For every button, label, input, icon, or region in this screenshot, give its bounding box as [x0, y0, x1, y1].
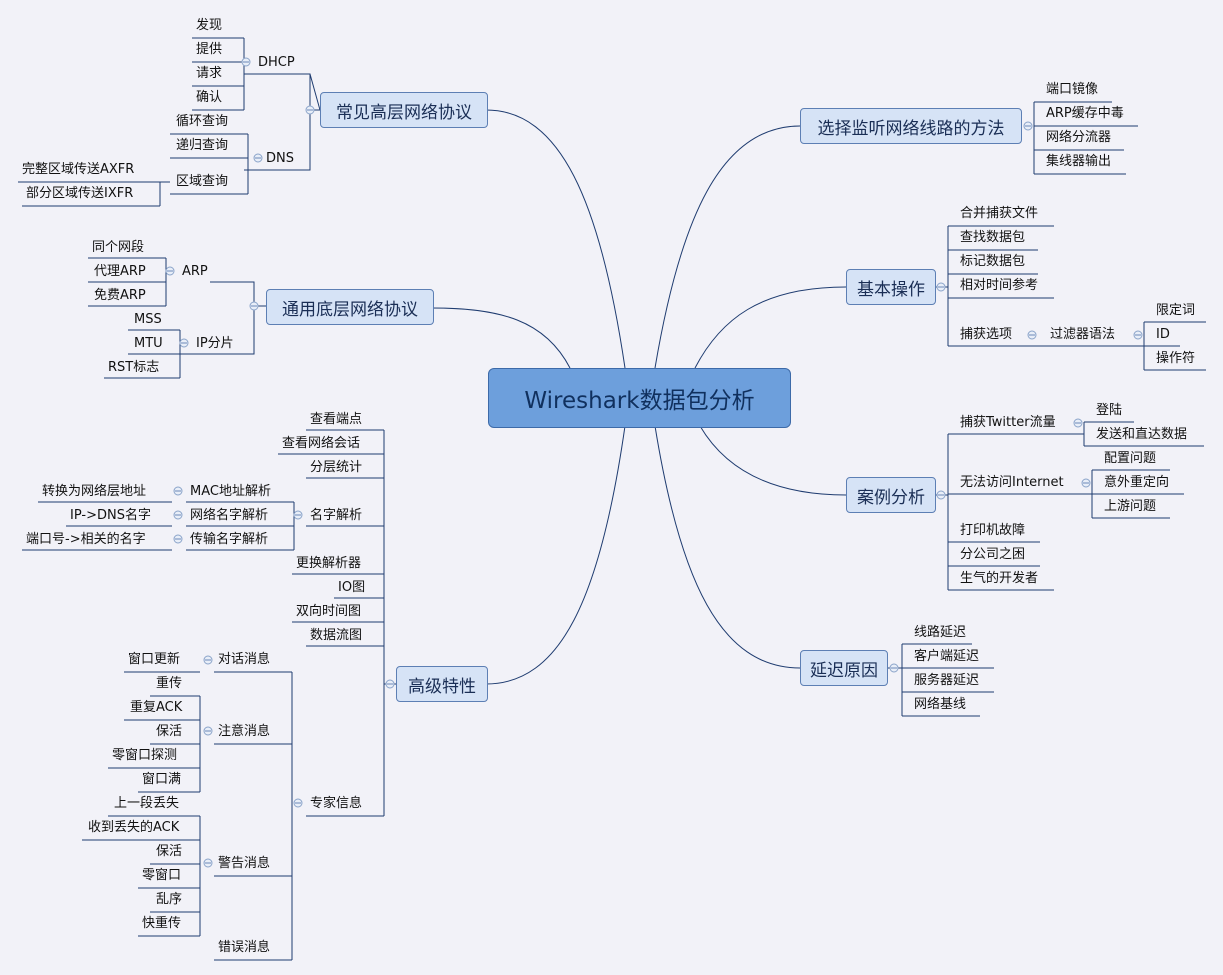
node-net-redirect[interactable]: 意外重定向	[1104, 475, 1170, 490]
node-io-graph[interactable]: IO图	[338, 580, 366, 595]
node-net-resolution[interactable]: 网络名字解析	[190, 508, 269, 523]
node-arp-free[interactable]: 免费ARP	[94, 288, 146, 303]
node-name-resolution[interactable]: 名字解析	[310, 508, 363, 523]
node-tap-arp[interactable]: ARP缓存中毒	[1046, 106, 1124, 121]
node-tap-tap[interactable]: 网络分流器	[1046, 130, 1112, 145]
node-mac-resolution[interactable]: MAC地址解析	[190, 484, 271, 499]
node-trans-desc[interactable]: 端口号->相关的名字	[26, 532, 146, 547]
branch-latency-causes[interactable]: 延迟原因	[800, 650, 888, 686]
branch-basic-operations[interactable]: 基本操作	[846, 269, 936, 305]
connector-high	[485, 109, 626, 369]
node-lat-server[interactable]: 服务器延迟	[914, 673, 980, 688]
node-warn-msgs[interactable]: 警告消息	[218, 856, 271, 871]
node-warn-ooo[interactable]: 乱序	[156, 892, 183, 907]
node-mac-desc[interactable]: 转换为网络层地址	[42, 484, 147, 499]
node-tap-mirror[interactable]: 端口镜像	[1046, 82, 1099, 97]
node-note-retrans[interactable]: 重传	[156, 676, 183, 691]
node-filter-id[interactable]: ID	[1156, 327, 1170, 342]
node-mss[interactable]: MSS	[134, 312, 162, 327]
node-change-resolver[interactable]: 更换解析器	[296, 556, 362, 571]
node-warn-keepalive[interactable]: 保活	[156, 844, 183, 859]
node-ixfr[interactable]: 部分区域传送IXFR	[26, 186, 134, 201]
node-warn-acklost[interactable]: 收到丢失的ACK	[88, 820, 180, 835]
node-dhcp-request[interactable]: 请求	[196, 66, 223, 81]
connector-latency	[654, 425, 801, 669]
node-endpoints[interactable]: 查看端点	[310, 412, 363, 427]
node-axfr[interactable]: 完整区域传送AXFR	[22, 162, 135, 177]
connector-basic	[694, 286, 847, 369]
node-rtt-graph[interactable]: 双向时间图	[296, 604, 362, 619]
node-case-twitter[interactable]: 捕获Twitter流量	[960, 415, 1056, 430]
branch-case-analysis[interactable]: 案例分析	[846, 477, 936, 513]
node-note-dupack[interactable]: 重复ACK	[130, 700, 183, 715]
node-tw-login[interactable]: 登陆	[1096, 403, 1123, 418]
node-net-upstream[interactable]: 上游问题	[1104, 499, 1157, 514]
node-arp-same[interactable]: 同个网段	[92, 240, 145, 255]
node-conversations[interactable]: 查看网络会话	[282, 436, 361, 451]
node-error-msgs[interactable]: 错误消息	[218, 940, 271, 955]
node-dns-loop[interactable]: 循环查询	[176, 114, 229, 129]
node-hierarchy[interactable]: 分层统计	[310, 460, 363, 475]
node-dns-zone[interactable]: 区域查询	[176, 174, 229, 189]
node-chat-msgs[interactable]: 对话消息	[218, 652, 271, 667]
node-filter-qualifier[interactable]: 限定词	[1156, 303, 1196, 318]
node-flow-graph[interactable]: 数据流图	[310, 628, 363, 643]
node-arp[interactable]: ARP	[182, 264, 208, 279]
node-capture-options[interactable]: 捕获选项	[960, 327, 1013, 342]
node-tw-send[interactable]: 发送和直达数据	[1096, 427, 1188, 442]
node-dhcp[interactable]: DHCP	[258, 55, 295, 70]
node-dns[interactable]: DNS	[266, 151, 294, 166]
node-net-config[interactable]: 配置问题	[1104, 451, 1157, 466]
node-trans-resolution[interactable]: 传输名字解析	[190, 532, 269, 547]
node-ip-frag[interactable]: IP分片	[196, 336, 234, 351]
branch-tap-methods[interactable]: 选择监听网络线路的方法	[800, 108, 1022, 144]
node-warn-fast[interactable]: 快重传	[142, 916, 182, 931]
node-case-developer[interactable]: 生气的开发者	[960, 571, 1039, 586]
branch-common-low-protocols[interactable]: 通用底层网络协议	[266, 289, 434, 325]
node-merge[interactable]: 合并捕获文件	[960, 206, 1039, 221]
node-dhcp-discover[interactable]: 发现	[196, 18, 223, 33]
node-filter-operator[interactable]: 操作符	[1156, 351, 1196, 366]
node-dns-recursive[interactable]: 递归查询	[176, 138, 229, 153]
node-lat-wire[interactable]: 线路延迟	[914, 625, 967, 640]
node-filter-syntax[interactable]: 过滤器语法	[1050, 327, 1116, 342]
node-note-full[interactable]: 窗口满	[142, 772, 182, 787]
connector-tap	[654, 125, 801, 369]
node-case-printer[interactable]: 打印机故障	[960, 523, 1026, 538]
node-net-desc[interactable]: IP->DNS名字	[70, 508, 151, 523]
node-case-internet[interactable]: 无法访问Internet	[960, 475, 1064, 490]
node-time-ref[interactable]: 相对时间参考	[960, 278, 1039, 293]
node-case-branch[interactable]: 分公司之困	[960, 547, 1026, 562]
node-warn-zero[interactable]: 零窗口	[142, 868, 182, 883]
node-mark[interactable]: 标记数据包	[960, 254, 1026, 269]
node-lat-client[interactable]: 客户端延迟	[914, 649, 980, 664]
node-tap-hub[interactable]: 集线器输出	[1046, 154, 1112, 169]
connector-case	[699, 425, 847, 496]
node-find[interactable]: 查找数据包	[960, 230, 1026, 245]
node-rst[interactable]: RST标志	[108, 360, 160, 375]
node-note-zwp[interactable]: 零窗口探测	[112, 748, 178, 763]
branch-common-high-protocols[interactable]: 常见高层网络协议	[320, 92, 488, 128]
node-dhcp-ack[interactable]: 确认	[196, 90, 223, 105]
node-note-msgs[interactable]: 注意消息	[218, 724, 271, 739]
branch-advanced-features[interactable]: 高级特性	[396, 666, 488, 702]
node-arp-proxy[interactable]: 代理ARP	[94, 264, 146, 279]
connector-low	[431, 307, 571, 369]
node-window-update[interactable]: 窗口更新	[128, 652, 181, 667]
node-note-keepalive[interactable]: 保活	[156, 724, 183, 739]
central-topic[interactable]: Wireshark数据包分析	[488, 368, 791, 428]
node-lat-baseline[interactable]: 网络基线	[914, 697, 967, 712]
node-dhcp-offer[interactable]: 提供	[196, 42, 223, 57]
node-mtu[interactable]: MTU	[134, 336, 163, 351]
node-warn-lost[interactable]: 上一段丢失	[114, 796, 180, 811]
connector-adv	[485, 425, 626, 685]
node-expert-info[interactable]: 专家信息	[310, 796, 363, 811]
